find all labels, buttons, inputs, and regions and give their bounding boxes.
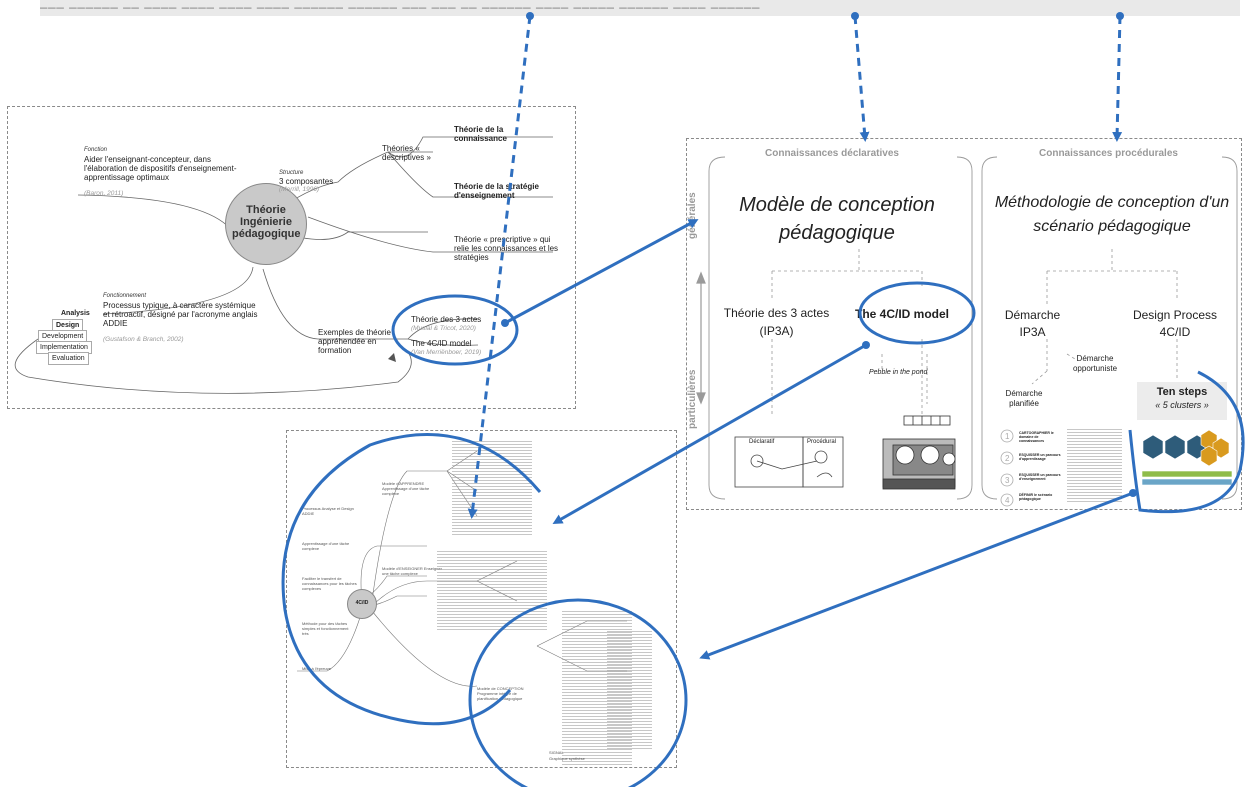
- left-branch-2: Apprentissage d'une tâche complexe: [302, 541, 350, 551]
- declaratif-label: Déclaratif: [749, 439, 775, 445]
- step-1: CARTOGRAPHIER le domaine de connaissance…: [1019, 431, 1054, 444]
- fonction-text: Aider l'enseignant-concepteur, dans l'él…: [84, 155, 237, 182]
- step-number-4: 4: [1005, 496, 1010, 505]
- mindmap-panel: Théorie Ingénierie pédagogique Fonction …: [7, 106, 576, 409]
- procedurales-header: Connaissances procédurales: [1039, 148, 1178, 159]
- connaissance-label: Théorie de la connaissance: [454, 125, 507, 143]
- fourcid-cite: (Van Merriënboer, 2019): [411, 349, 482, 356]
- detail-text-block-4: [607, 631, 652, 751]
- header-text: ___ ______ __ ____ ____ ____ ____ ______…: [40, 0, 761, 9]
- detail-text-block-2: [437, 551, 547, 631]
- step-2: ESQUISSER un parcours d'apprentissage: [1019, 453, 1061, 462]
- structure-label: Structure: [279, 170, 304, 176]
- dashed-arrow-to-declaratives: [853, 15, 870, 142]
- ten-steps-box: Ten steps « 5 clusters »: [1137, 382, 1227, 420]
- left-branch-5: Mise à l'épreuve: [302, 666, 331, 671]
- fonction-label: Fonction: [84, 147, 108, 153]
- steps-detail-graphic: [1067, 429, 1122, 504]
- left-branch-1: Processus Analyse et Design ADDIE: [302, 506, 354, 516]
- framework-panel: 1 2 3 4 Connaissances déclaratives Conna…: [686, 138, 1242, 510]
- demarche-ip3a-label: Démarche IP3A: [1004, 308, 1061, 339]
- trois-actes-cite: (Musial & Tricot, 2020): [411, 325, 476, 332]
- design-process-label: Design Process 4C/ID: [1132, 308, 1218, 339]
- step-number-1: 1: [1005, 432, 1010, 441]
- exemples-label: Exemples de théorie appréhendée en forma…: [318, 328, 391, 355]
- addie-analysis: Analysis: [58, 308, 93, 319]
- methodologie-title: Méthodologie de conception d'un scénario…: [994, 194, 1230, 235]
- declaratives-header: Connaissances déclaratives: [765, 148, 899, 159]
- dashed-arrow-to-procedurales: [1112, 15, 1123, 142]
- right-branch-2: Modèle d'ENSEIGNER Enseigner une tâche c…: [382, 566, 442, 576]
- prescriptive-label: Théorie « prescriptive » qui relie les c…: [454, 235, 559, 262]
- fourcid-panel: 4C/ID Processus Analyse et Design ADDIE …: [286, 430, 677, 768]
- fonctionnement-text: Processus typique, à caractère systémiqu…: [103, 301, 258, 328]
- opportuniste-label: Démarche opportuniste: [1072, 354, 1118, 373]
- structure-text: 3 composantes: [279, 177, 334, 186]
- left-branch-4: Méthode pour des tâches simples et fonct…: [302, 621, 349, 636]
- header-strip: ___ ______ __ ____ ____ ____ ____ ______…: [40, 0, 1240, 16]
- ten-steps-label: Ten steps: [1156, 386, 1208, 398]
- detail-text-block-1: [452, 441, 532, 536]
- fonctionnement-label: Fonctionnement: [103, 293, 147, 299]
- clusters-label: « 5 clusters »: [1155, 400, 1209, 410]
- arrow-tensteps-to-design: [699, 491, 1134, 660]
- procedural-label: Procédural: [807, 439, 837, 445]
- trois-actes-label: Théorie des 3 actes: [411, 315, 482, 324]
- particulieres-label: particulières: [687, 369, 698, 429]
- fourcid-center-node: 4C/ID: [347, 589, 377, 619]
- fonction-cite: (Baron, 2011): [84, 190, 124, 197]
- synthese-label: Graphique synthèse: [549, 756, 585, 761]
- right-branch-1: Modèle d'APPRENDRE Apprentissage d'une t…: [382, 481, 430, 496]
- step-3: ESQUISSER un parcours d'enseignement: [1019, 473, 1061, 482]
- step-number-3: 3: [1005, 476, 1010, 485]
- structure-cite: (Merrill, 1996): [279, 186, 320, 193]
- generales-label: générales: [687, 192, 698, 239]
- right-branch-3: Modèle de CONCEPTION Programme intégré d…: [477, 686, 524, 701]
- step-4: DÉFINIR le scénario pédagogique: [1019, 493, 1053, 502]
- addie-evaluation: Evaluation: [48, 352, 89, 365]
- center-node-label: Théorie Ingénierie pédagogique: [232, 204, 301, 240]
- modele-title: Modèle de conception pédagogique: [739, 194, 935, 244]
- descriptives-label: Théories « descriptives »: [382, 144, 431, 162]
- pebble-label: Pebble in the pond: [869, 369, 928, 376]
- fourcid-center-label: 4C/ID: [355, 600, 369, 606]
- fourcid-label: The 4C/ID model: [411, 339, 472, 348]
- center-node: Théorie Ingénierie pédagogique: [225, 183, 307, 265]
- model4cid-label: The 4C/ID model: [855, 307, 950, 321]
- step-number-2: 2: [1005, 454, 1010, 463]
- ip3a-label: Théorie des 3 actes (IP3A): [723, 306, 830, 338]
- fonctionnement-cite: (Gustafson & Branch, 2002): [103, 336, 184, 343]
- strategie-label: Théorie de la stratégie d'enseignement: [454, 182, 539, 200]
- left-branch-3: Faciliter le transfert de connaissances …: [302, 576, 357, 591]
- planifiee-label: Démarche planifiée: [1005, 389, 1043, 408]
